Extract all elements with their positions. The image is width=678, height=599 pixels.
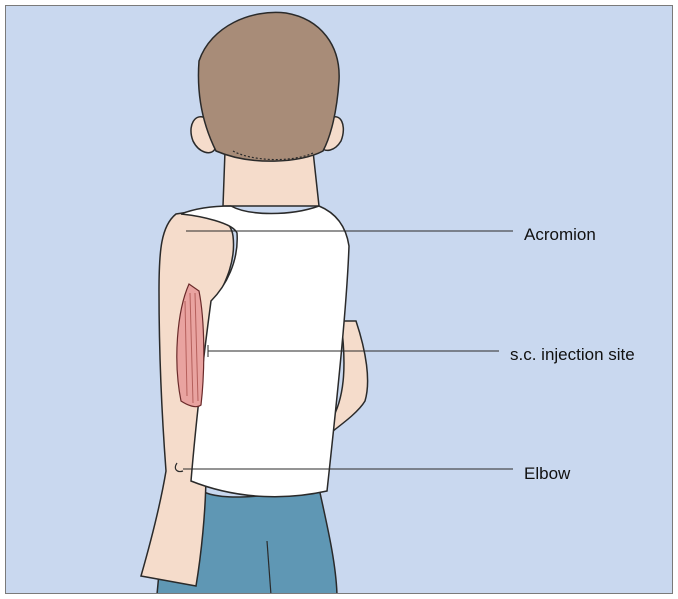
injection-site-label: s.c. injection site — [510, 345, 635, 365]
figure-panel: Acromion s.c. injection site Elbow — [5, 5, 673, 594]
elbow-label: Elbow — [524, 464, 570, 484]
acromion-label: Acromion — [524, 225, 596, 245]
hair — [198, 12, 339, 161]
anatomy-illustration — [6, 6, 673, 594]
